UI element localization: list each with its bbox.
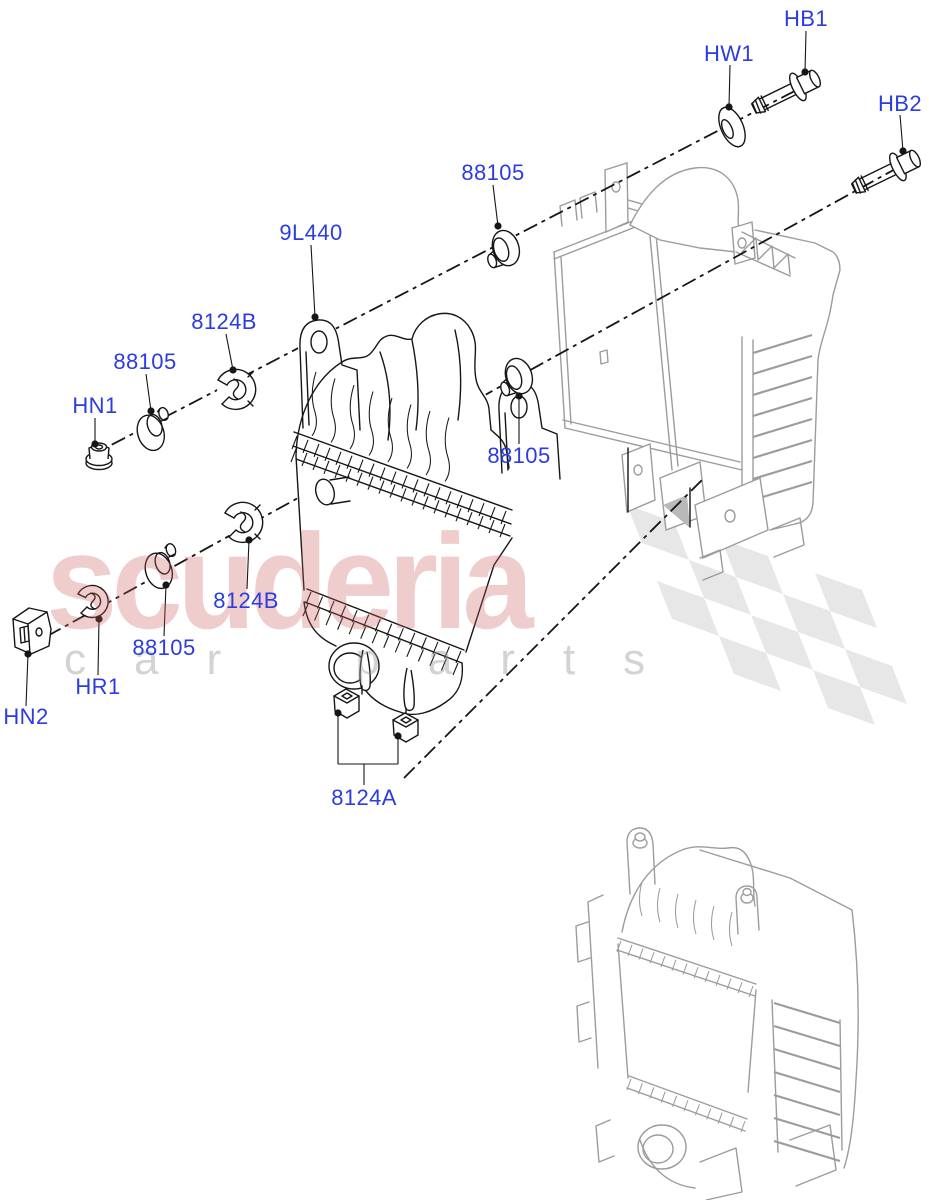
part-label-8124b-lower[interactable]: 8124B <box>213 588 279 613</box>
intercooler-drawing <box>290 306 561 717</box>
part-label-hr1[interactable]: HR1 <box>75 674 121 699</box>
part-label-hw1[interactable]: HW1 <box>703 41 755 66</box>
part-label-hb1[interactable]: HB1 <box>784 6 828 31</box>
part-label-9l440[interactable]: 9L440 <box>279 220 343 245</box>
label-leader-lines <box>24 30 907 785</box>
checkered-flag-watermark <box>627 505 907 725</box>
part-label-8124b-upper[interactable]: 8124B <box>191 309 257 334</box>
part-label-88105-bottom[interactable]: 88105 <box>132 635 196 660</box>
part-label-hb2[interactable]: HB2 <box>878 91 922 116</box>
part-label-8124a[interactable]: 8124A <box>331 785 397 810</box>
part-label-88105-right[interactable]: 88105 <box>487 443 551 468</box>
part-label-88105-left[interactable]: 88105 <box>113 349 177 374</box>
assembled-view-drawing <box>575 827 859 1200</box>
part-label-hn2[interactable]: HN2 <box>3 704 49 729</box>
fastener-parts <box>12 69 922 743</box>
part-label-88105-top[interactable]: 88105 <box>461 160 525 185</box>
part-label-hn1[interactable]: HN1 <box>72 393 118 418</box>
radiator-housing-drawing <box>553 162 841 581</box>
